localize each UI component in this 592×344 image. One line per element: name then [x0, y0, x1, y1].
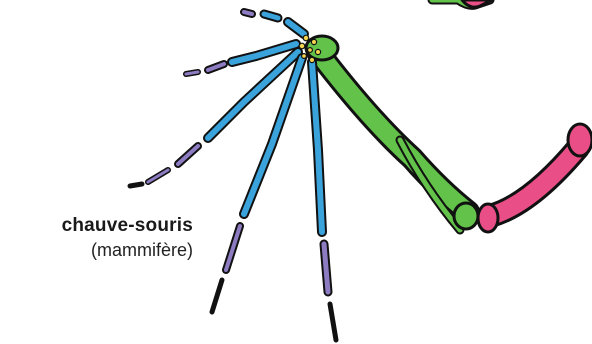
digit-1 — [244, 12, 304, 34]
species-group: (mammifère) — [62, 238, 193, 262]
upper-arm-fragment-top — [432, 0, 492, 7]
upper-arm-bone — [478, 124, 592, 232]
digit-5 — [312, 62, 336, 340]
forearm-bone — [306, 36, 478, 230]
species-name: chauve-souris — [62, 214, 193, 238]
species-label: chauve-souris (mammifère) — [62, 214, 193, 262]
digit-3 — [130, 52, 298, 186]
